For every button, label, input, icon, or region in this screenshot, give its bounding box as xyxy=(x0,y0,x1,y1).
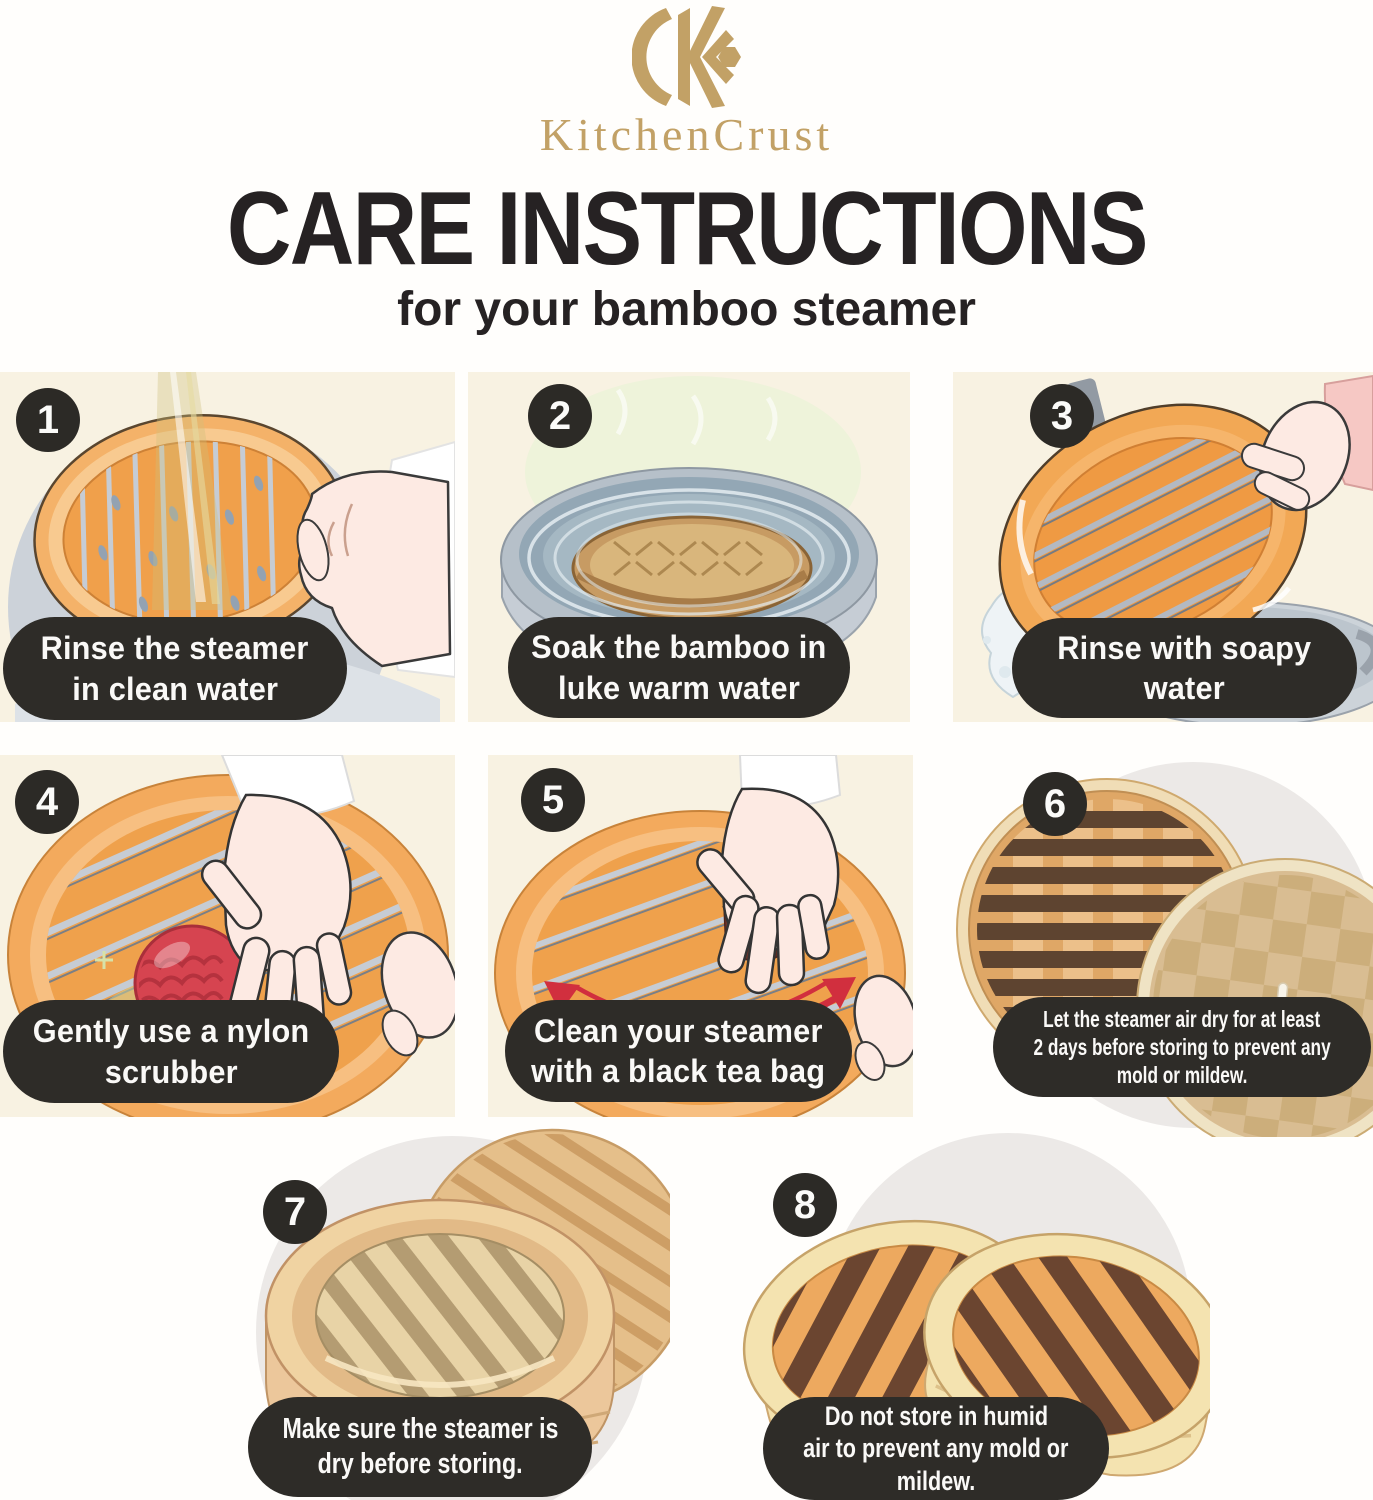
step-6-number-badge: 6 xyxy=(1023,772,1087,836)
page-title: CARE INSTRUCTIONS xyxy=(226,171,1149,287)
caption-line: mold or mildew. xyxy=(1116,1062,1248,1089)
step-3-caption: Rinse with soapy water xyxy=(1012,618,1357,718)
brand-wordmark: KitchenCrust xyxy=(539,109,834,160)
step-7-number-badge: 7 xyxy=(263,1180,327,1244)
step-2-caption: Soak the bamboo in luke warm water xyxy=(508,617,850,718)
caption-line: scrubber xyxy=(104,1053,238,1090)
step-8-caption: Do not store in humid air to prevent any… xyxy=(763,1397,1109,1500)
step-3-number-badge: 3 xyxy=(1030,384,1094,448)
step-5-number-badge: 5 xyxy=(521,768,585,832)
step-4-number: 4 xyxy=(35,779,59,824)
step-8-illustration xyxy=(742,1133,1210,1499)
step-6-caption: Let the steamer air dry for at least 2 d… xyxy=(993,997,1371,1097)
caption-line: Let the steamer air dry for at least xyxy=(1043,1005,1321,1032)
step-4-number-badge: 4 xyxy=(15,770,79,834)
step-4-caption: Gently use a nylon scrubber xyxy=(3,1000,339,1103)
step-1-number-badge: 1 xyxy=(16,388,80,452)
caption-line: Rinse with soapy xyxy=(1057,629,1312,666)
page-subtitle: for your bamboo steamer xyxy=(397,283,976,336)
caption-line: air to prevent any mold or xyxy=(803,1433,1069,1464)
caption-line: Soak the bamboo in xyxy=(531,629,827,666)
step-5-caption: Clean your steamer with a black tea bag xyxy=(505,1000,852,1102)
step-1-caption: Rinse the steamer in clean water xyxy=(3,617,347,720)
step-3-tile xyxy=(953,372,1373,722)
step-5-number: 5 xyxy=(541,777,565,822)
step-3-number: 3 xyxy=(1050,393,1074,438)
step-7-caption: Make sure the steamer is dry before stor… xyxy=(248,1397,592,1497)
caption-line: Do not store in humid xyxy=(824,1400,1048,1431)
caption-line: mildew. xyxy=(896,1465,976,1496)
caption-line: 2 days before storing to prevent any xyxy=(1033,1033,1331,1060)
caption-line: Clean your steamer xyxy=(534,1012,823,1049)
step-2-number-badge: 2 xyxy=(528,384,592,448)
caption-line: water xyxy=(1143,670,1226,706)
caption-line: with a black tea bag xyxy=(531,1053,826,1089)
caption-line: luke warm water xyxy=(558,669,800,706)
step-3-illustration xyxy=(981,374,1373,722)
step-8-tile xyxy=(740,1120,1210,1500)
step-2-number: 2 xyxy=(548,393,572,438)
step-2-illustration xyxy=(500,376,878,680)
step-8-number-badge: 8 xyxy=(773,1173,837,1237)
step-6-number: 6 xyxy=(1043,781,1067,826)
step-7-number: 7 xyxy=(283,1189,307,1234)
caption-line: Rinse the steamer xyxy=(41,630,309,667)
kc-monogram-icon xyxy=(632,6,741,108)
caption-line: Make sure the steamer is xyxy=(282,1412,558,1445)
caption-line: in clean water xyxy=(72,670,278,707)
step-8-number: 8 xyxy=(793,1182,817,1227)
caption-line: Gently use a nylon xyxy=(32,1013,310,1050)
caption-line: dry before storing. xyxy=(317,1448,523,1480)
step-1-number: 1 xyxy=(36,397,60,442)
